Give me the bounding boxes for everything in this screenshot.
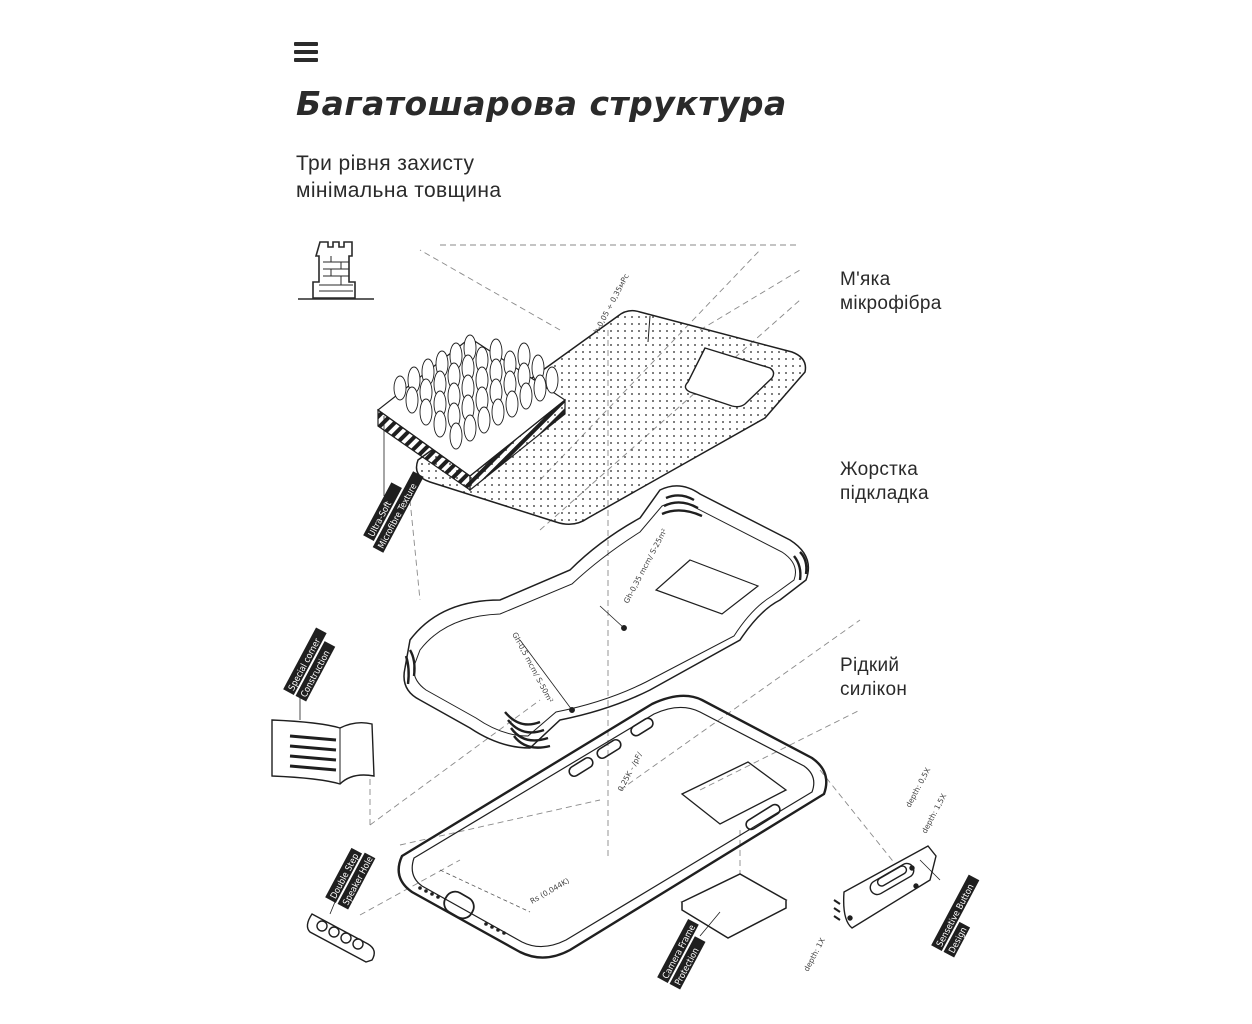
corner-construction-detail: [271, 719, 375, 785]
button-depth-2: depth: 1,5X: [920, 792, 949, 835]
layer-label-hard-plate-line-2: підкладка: [840, 483, 929, 504]
button-detail: depth: 0,5X depth: 1,5X depth: 1X: [802, 766, 949, 973]
subtitle-line-1: Три рівня захисту: [296, 152, 475, 175]
camera-frame-detail: [680, 873, 788, 939]
subtitle: Три рівня захисту мінімальна товщина: [296, 150, 502, 204]
layer-label-silicone-line-2: силікон: [840, 679, 908, 700]
layer-label-hard-plate: Жорстка підкладка: [840, 458, 929, 506]
tag-corner: Special corner Construction: [283, 627, 336, 702]
microfiber-fiber-block: [376, 334, 567, 492]
layer-label-microfiber: М'яка мікрофібра: [840, 268, 942, 316]
layer-label-silicone: Рідкий силікон: [840, 654, 907, 702]
castle-tower-icon: [298, 241, 374, 300]
layer-label-microfiber-line-1: М'яка: [840, 269, 891, 290]
frame-dim: Rs (0,044K): [529, 876, 571, 906]
button-depth-1: depth: 0,5X: [904, 766, 933, 809]
tag-microfiber: Ultra-Soft Microfibre Texture: [363, 471, 424, 553]
page-title: Багатошарова структура: [296, 84, 787, 123]
speaker-hole-detail: [306, 913, 375, 963]
tag-camera: Camera Frame Protection: [657, 919, 706, 990]
subtitle-line-2: мінімальна товщина: [296, 179, 502, 202]
button-depth-3: depth: 1X: [802, 936, 827, 973]
layer-label-microfiber-line-2: мікрофібра: [840, 293, 942, 314]
layer-label-hard-plate-line-1: Жорстка: [840, 459, 919, 480]
tag-button: Sensetive Button Design: [931, 874, 980, 958]
plate-dim-left: Gh-0,5 mcm/ S-50m²: [510, 631, 555, 705]
hard-plate-layer: Gh-0,35 mcm/ S-25m² Gh-0,5 mcm/ S-50m²: [403, 485, 810, 749]
silicone-dim: 0,25K - /pF/: [616, 750, 644, 793]
microfiber-layer: h-0,05 ÷ 0,35мРс: [415, 272, 807, 525]
layer-label-silicone-line-1: Рідкий: [840, 655, 900, 676]
tag-speaker: Double Step Speaker Hole: [325, 847, 376, 910]
hamburger-menu-icon[interactable]: [294, 42, 318, 62]
